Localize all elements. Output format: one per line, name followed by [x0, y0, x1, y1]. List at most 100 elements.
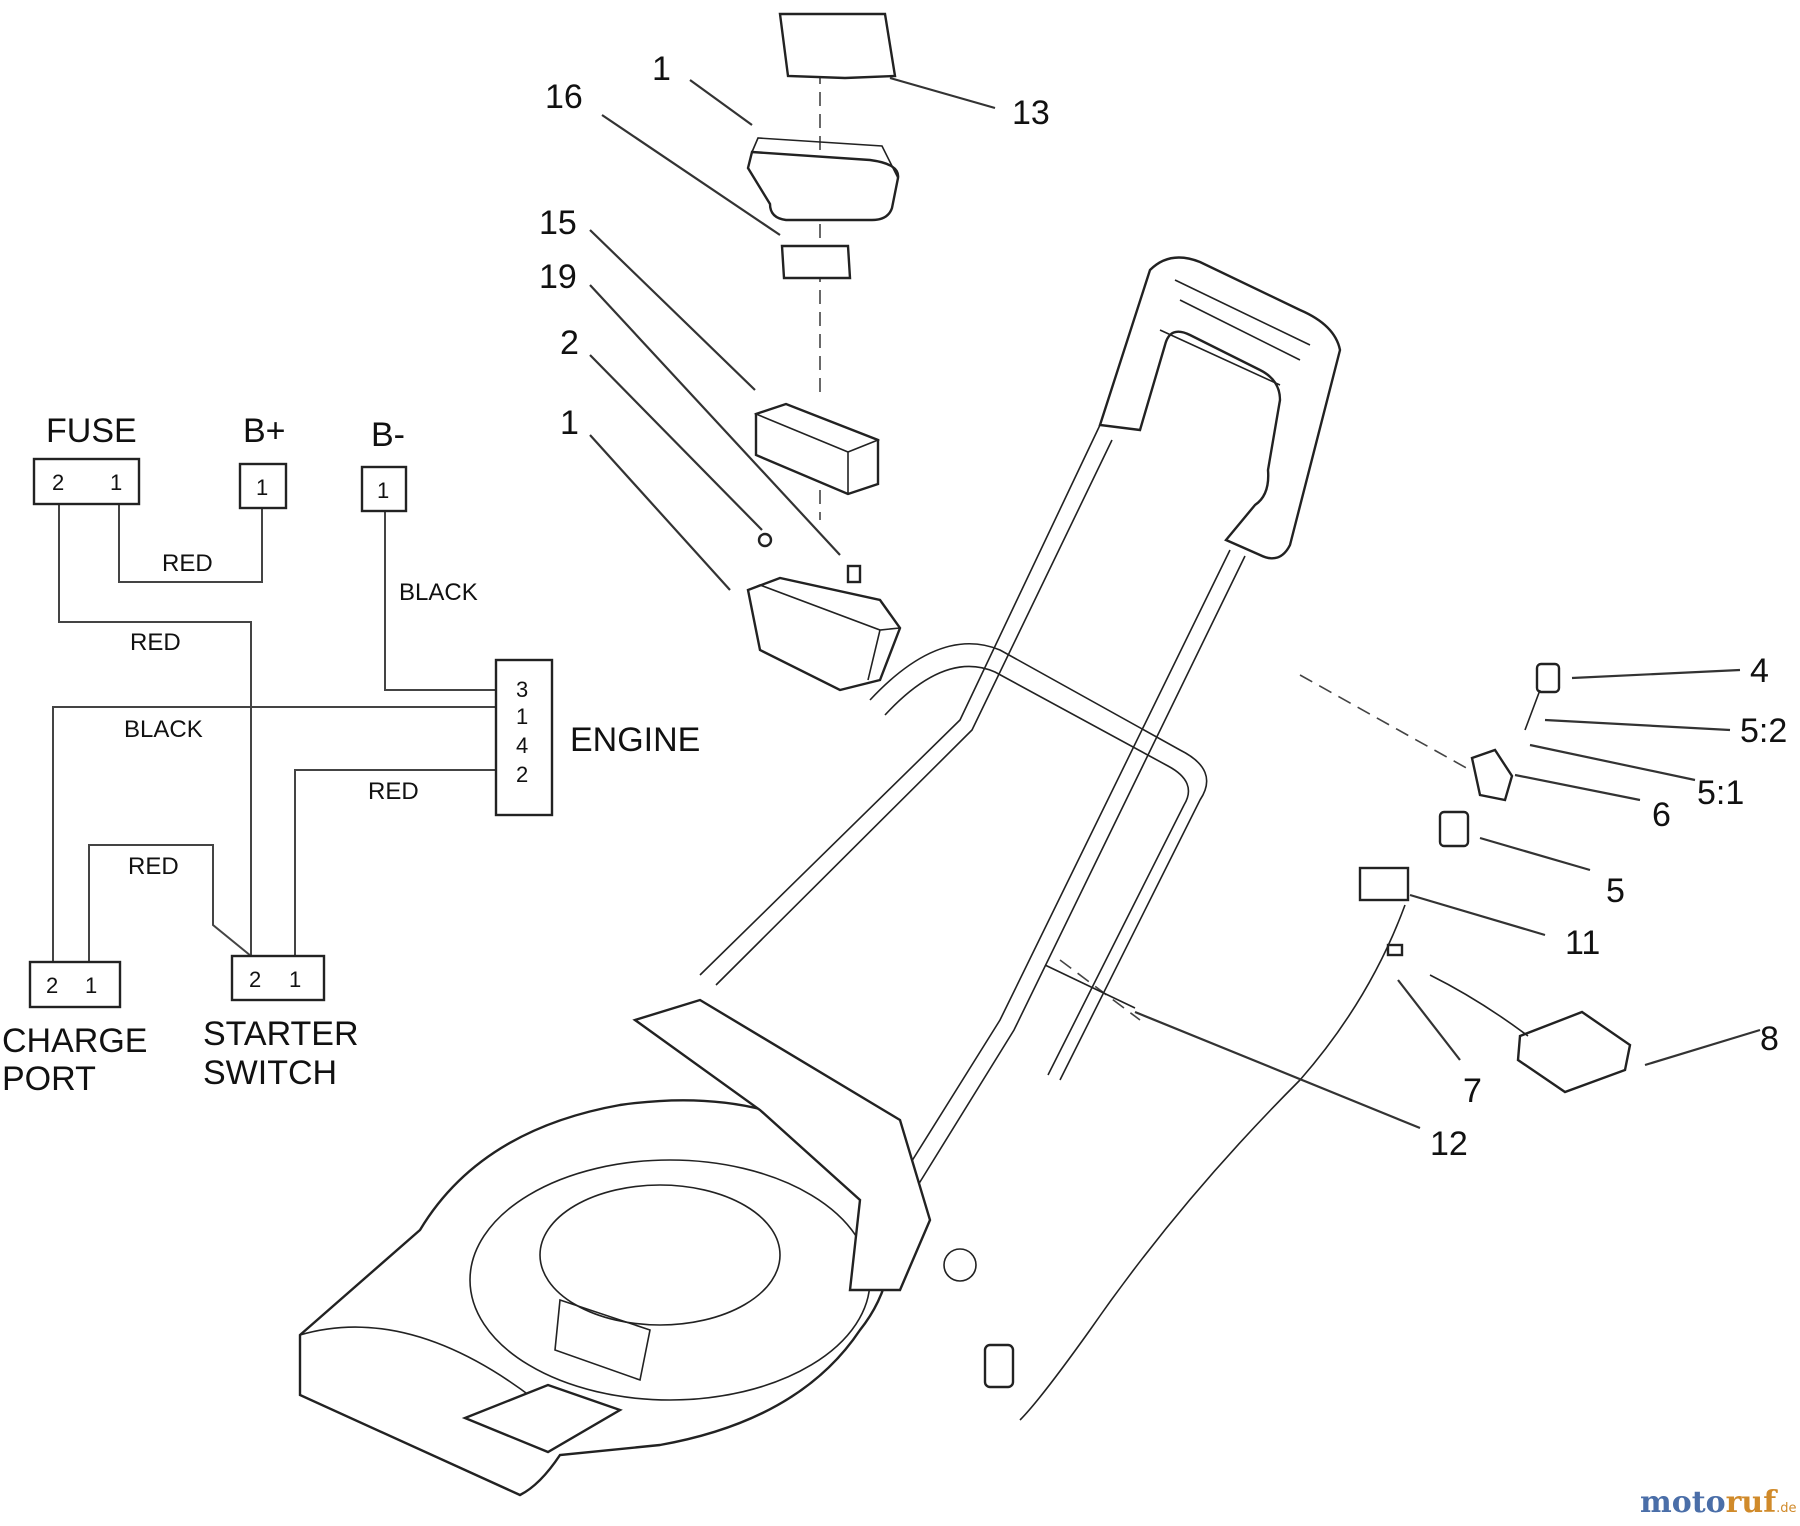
- fuse-pin-2: 2: [52, 470, 64, 495]
- leader-13: [889, 76, 996, 110]
- callout-16: 16: [545, 78, 583, 116]
- drive-wheel-hub: [943, 1248, 977, 1282]
- wire-label-bminus-engine: BLACK: [399, 579, 478, 606]
- battery-cover: [746, 150, 900, 222]
- wire-label-fuse-bplus: RED: [162, 550, 213, 577]
- charge-port-pin-1: 1: [85, 973, 97, 998]
- leader-19: [589, 284, 841, 556]
- starter-switch-box: [230, 954, 326, 1002]
- deck-lip: [299, 1326, 561, 1496]
- battery-assembly: [746, 12, 902, 692]
- leader-4: [1571, 668, 1741, 680]
- watermark-part2: ruf: [1726, 1485, 1779, 1520]
- callout-13: 13: [1012, 94, 1050, 132]
- bminus-box: [360, 465, 408, 513]
- callout-12: 12: [1430, 1125, 1468, 1163]
- switch-5: [1438, 810, 1470, 848]
- engine-label: ENGINE: [570, 721, 700, 759]
- leader-5-1: [1529, 743, 1696, 782]
- engine-pin-3: 3: [516, 677, 528, 702]
- deck-ring-inner: [539, 1184, 781, 1326]
- key-4-shaft: [1524, 689, 1541, 731]
- leader-lines: [589, 76, 1761, 1130]
- mount-dash-1: [1299, 674, 1471, 771]
- wire-label-engine-charge: BLACK: [124, 716, 203, 743]
- battery-tray-rim: [747, 584, 901, 681]
- handle-tube-left: [699, 424, 1101, 976]
- wire-label-fuse-starter: RED: [130, 629, 181, 656]
- leader-5: [1479, 836, 1591, 872]
- engine-pin-4: 4: [516, 733, 528, 758]
- callout-numbers: 1 16 13 15 19 2 1 4 5:2 5:1 6 5 11 7 8 1…: [539, 50, 1787, 1163]
- fuse-box: [32, 457, 141, 506]
- callout-4: 4: [1750, 652, 1769, 690]
- wire-engine-to-starter: [294, 769, 496, 956]
- watermark-part1: moto: [1640, 1485, 1726, 1520]
- decal-13: [778, 12, 897, 80]
- charge-port-pin-2: 2: [46, 973, 58, 998]
- battery-15-top: [753, 403, 881, 494]
- leader-12: [1134, 1010, 1421, 1130]
- bminus-pin-1: 1: [377, 478, 389, 503]
- leader-7: [1397, 979, 1461, 1061]
- leader-15: [589, 229, 756, 391]
- callout-5-1: 5:1: [1697, 774, 1744, 812]
- handle-grip-end: [983, 1343, 1015, 1389]
- leader-1-tray: [589, 434, 731, 591]
- label-11: [1358, 866, 1410, 902]
- wire-charge-to-starter: [88, 844, 252, 962]
- leader-11: [1409, 893, 1546, 937]
- charge-port-label-line2: PORT: [2, 1060, 96, 1098]
- wiring-schematic: 2 1 FUSE 1 B+ 1 B- 3 1 4 2 ENGINE 2 1 CH…: [2, 412, 700, 1098]
- wire-harness: [1019, 904, 1406, 1421]
- charger-8: [1516, 1010, 1632, 1094]
- wire-fuse-to-starter: [58, 504, 252, 956]
- charge-port-box: [28, 960, 122, 1009]
- wire-label-engine-starter: RED: [368, 778, 419, 805]
- bplus-box: [238, 462, 288, 510]
- lower-handle: [869, 642, 1208, 1081]
- wire-engine-to-charge: [52, 706, 496, 962]
- bplus-pin-1: 1: [256, 475, 268, 500]
- battery-cover-edge: [751, 137, 899, 179]
- lower-handle-inner: [884, 665, 1190, 1076]
- bplus-label: B+: [243, 412, 286, 450]
- callout-11: 11: [1565, 924, 1600, 962]
- leader-1-top: [689, 79, 753, 126]
- handle-tube-left-inner: [715, 439, 1113, 986]
- watermark-logo: motoruf.de: [1640, 1485, 1797, 1520]
- callout-7: 7: [1463, 1072, 1482, 1110]
- battery-15: [754, 402, 880, 496]
- callout-2: 2: [560, 324, 579, 362]
- fuse-pin-1: 1: [110, 470, 122, 495]
- key-4: [1535, 662, 1561, 694]
- watermark-text: motoruf.de: [1640, 1485, 1797, 1520]
- bminus-label: B-: [371, 416, 405, 454]
- callout-19: 19: [539, 258, 577, 296]
- rear-housing: [632, 998, 932, 1292]
- engine-pin-2: 2: [516, 762, 528, 787]
- leader-2: [589, 354, 763, 531]
- callout-1-tray: 1: [560, 404, 579, 442]
- screw-2: [757, 532, 773, 548]
- deck-plate: [461, 1383, 623, 1454]
- electrical-parts: [1019, 662, 1632, 1421]
- watermark-suffix: .de: [1776, 1501, 1796, 1516]
- leader-5-2: [1544, 718, 1731, 732]
- handle-tube-right-inner: [914, 555, 1246, 1191]
- foam-pad-16: [780, 244, 852, 280]
- callout-5-2: 5:2: [1740, 712, 1787, 750]
- starter-switch-label-line2: SWITCH: [203, 1054, 337, 1092]
- engine-connector: [494, 658, 554, 817]
- callout-8: 8: [1760, 1020, 1779, 1058]
- switch-housing-6: [1470, 748, 1514, 802]
- callout-5: 5: [1606, 872, 1625, 910]
- callout-6: 6: [1652, 796, 1671, 834]
- wire-bminus-to-engine: [384, 511, 496, 691]
- handle-tube-right: [899, 549, 1231, 1181]
- starter-switch-pin-2: 2: [249, 967, 261, 992]
- upper-handle-grip: [1159, 279, 1311, 386]
- mount-dash-2: [1059, 959, 1141, 1021]
- engine-pin-1: 1: [516, 704, 528, 729]
